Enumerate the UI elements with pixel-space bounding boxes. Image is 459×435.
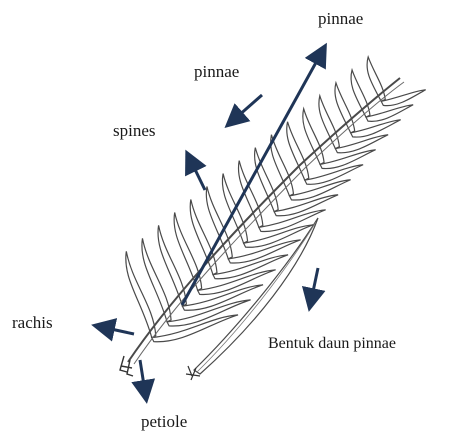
label-spines: spines — [113, 122, 156, 139]
pinna-leaflet — [367, 57, 385, 101]
pinna-leaflet — [351, 120, 401, 137]
arrow-spines — [188, 155, 205, 190]
pinna-leaflet — [319, 96, 339, 149]
arrow-bentuk — [310, 268, 318, 306]
arrow-petiole — [140, 360, 146, 398]
label-rachis: rachis — [12, 314, 53, 331]
pinna-leaflet — [381, 90, 425, 106]
label-petiole: petiole — [141, 413, 187, 430]
label-bentuk-daun-pinnae: Bentuk daun pinnae — [268, 336, 396, 352]
label-pinnae-mid: pinnae — [194, 63, 239, 80]
arrow-rachis — [97, 326, 134, 334]
arrow-pinnae-mid — [229, 95, 262, 124]
label-pinnae-top: pinnae — [318, 10, 363, 27]
pinna-leaflet — [335, 135, 388, 153]
